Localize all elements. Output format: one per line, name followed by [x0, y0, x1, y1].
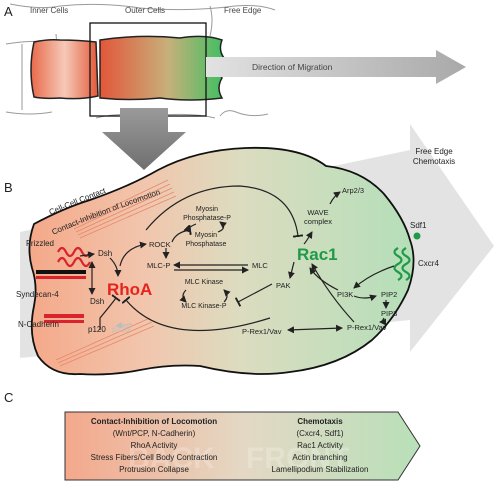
wave-line2: complex — [304, 217, 332, 226]
rhoa-node: RhoA — [107, 280, 152, 299]
chemotaxis-item-3: Actin branching — [292, 453, 347, 462]
cil-item-4: Protrusion Collapse — [119, 465, 189, 474]
edge-myosin-phosphatase-cycle-left — [183, 223, 197, 233]
panel-b-letter: B — [4, 180, 13, 195]
ncadherin-receptor — [44, 314, 84, 323]
panel-a: A Inner Cells Outer Cells Free Edge Dire… — [4, 3, 466, 170]
cil-title: Contact-Inhibition of Locomotion — [91, 417, 217, 426]
syndecan-label: Syndecan-4 — [16, 290, 59, 299]
chemotaxis-item-4: Lamellipodium Stabilization — [272, 465, 369, 474]
neighbour-cell-outline — [9, 3, 276, 11]
edge-rac1-wave — [303, 231, 313, 245]
myosin-phosphatase-line2: Phosphatase — [186, 241, 227, 248]
pathway-edges — [79, 185, 395, 334]
cil-item-3: Stress Fibers/Cell Body Contraction — [91, 453, 218, 462]
neighbour-cell-outline — [5, 111, 53, 115]
dsh-bottom: Dsh — [90, 297, 104, 306]
edge-prex-rac1 — [311, 263, 355, 323]
pak-node: PAK — [276, 281, 290, 290]
edge-cxcr4-pi3k — [353, 265, 395, 289]
label-inner-cells: Inner Cells — [30, 6, 68, 15]
panel-c: C BACK FRONT Contact-Inhibition of Locom… — [4, 390, 421, 481]
migration-arrow — [206, 50, 466, 84]
rock-node: ROCK — [149, 240, 171, 249]
edge-dsh-rhoa — [109, 257, 122, 277]
cxcr4-label: Cxcr4 — [418, 259, 439, 268]
migrating-cell — [28, 146, 415, 376]
edge-rac1-rhoa-inhibition — [121, 296, 271, 332]
p120-faded-node: p120 — [112, 325, 130, 334]
panel-c-letter: C — [4, 390, 13, 405]
inner-cell — [30, 39, 99, 100]
chemotaxis-item-2: Rac1 Activity — [297, 441, 343, 450]
panel-a-letter: A — [4, 4, 13, 19]
pip2-node: PIP2 — [381, 290, 397, 299]
frizzled-label: Frizzled — [26, 239, 54, 248]
syndecan-receptor — [36, 270, 86, 279]
neighbour-cell-outline — [209, 5, 213, 37]
chemotaxis-label-line2: Chemotaxis — [413, 157, 455, 166]
edge-p120-faded — [115, 321, 133, 329]
pi3k-node: PI3K — [337, 290, 353, 299]
myosin-phosphatase-p-line2: Phosphatase-P — [183, 215, 231, 222]
migration-arrow-label: Direction of Migration — [252, 62, 333, 72]
panel-b: B Cell-Cell Contact Contact-Inhibition o… — [4, 124, 494, 376]
sdf1-ligand — [413, 232, 421, 240]
ncadherin-label: N-Cadherin — [18, 320, 59, 329]
edge-myosin-phosphatase-cycle-right — [217, 221, 227, 233]
label-free-edge: Free Edge — [224, 6, 262, 15]
wave-line1: WAVE — [307, 208, 328, 217]
chemotaxis-label-line1: Free Edge — [415, 147, 453, 156]
edge-rhoa-rac1-inhibition — [145, 185, 304, 238]
edge-frizzled-dsh — [79, 251, 95, 259]
mlc-kinase-node: MLC Kinase — [185, 279, 223, 286]
prex-right-node: P-Rex1/Vav — [347, 323, 387, 332]
mlc-p-node: MLC-P — [147, 261, 170, 270]
edge-pak-mlc-kinase — [234, 283, 273, 307]
mlc-node: MLC — [252, 261, 268, 270]
label-outer-cells: Outer Cells — [125, 6, 165, 15]
edge-pi3k-pip2 — [353, 294, 377, 302]
chemotaxis-title: Chemotaxis — [297, 417, 343, 426]
myosin-phosphatase-p-line1: Myosin — [196, 206, 218, 213]
stress-fibers — [55, 179, 177, 367]
edge-p120-rhoa — [99, 294, 121, 330]
summary-arrow-box — [64, 411, 421, 481]
edge-pip3-prex — [379, 317, 387, 326]
cil-item-2: RhoA Activity — [131, 441, 178, 450]
chemotaxis-item-1: (Cxcr4, Sdf1) — [296, 429, 343, 438]
arp-node: Arp2/3 — [342, 186, 364, 195]
mlc-kinase-p-node: MLC Kinase-P — [181, 303, 226, 310]
edge-wave-arp — [329, 191, 341, 205]
neighbour-cell-outline — [219, 110, 269, 117]
edge-mlc-kinase-cycle-right — [223, 289, 231, 303]
cil-item-1: (Wnt/PCP, N-Cadherin) — [113, 429, 196, 438]
edge-rhoa-rock — [119, 241, 147, 267]
prex-left-node: P-Rex1/Vav — [242, 327, 282, 336]
edge-rac1-pak — [288, 261, 295, 279]
pip3-node: PIP3 — [381, 309, 397, 318]
sdf1-label: Sdf1 — [410, 221, 427, 230]
zoom-arrow — [102, 108, 186, 170]
dsh-top: Dsh — [98, 249, 112, 258]
p120-node: p120 — [88, 325, 106, 334]
edge-mlc-kinase-cycle-left — [179, 289, 187, 303]
rac1-node: Rac1 — [297, 245, 338, 264]
myosin-phosphatase-line1: Myosin — [195, 232, 217, 239]
watermark-back: BACK — [128, 442, 215, 475]
watermark-front: FRONT — [246, 442, 349, 475]
cxcr4-receptor — [393, 247, 411, 281]
edge-prex-prex — [287, 324, 343, 334]
